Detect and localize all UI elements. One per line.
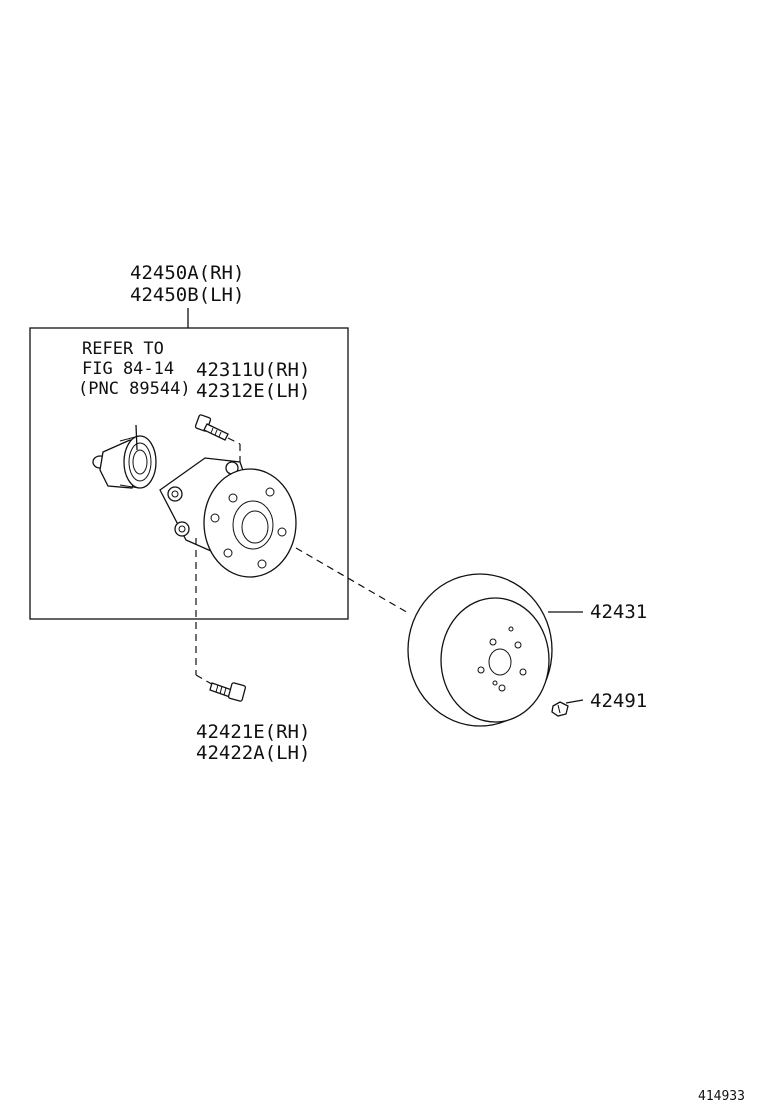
disc-screw-part-number: 42491 (590, 690, 647, 712)
mount-bolt-illustration (195, 674, 247, 702)
assembly-box (29, 327, 349, 620)
refer-note-line2: FIG 84-14 (82, 359, 174, 379)
hub-illustration (159, 457, 411, 675)
mount-bolt-part-number-rh: 42421E(RH) (196, 721, 310, 743)
mount-bolt-part-number-lh: 42422A(LH) (196, 742, 310, 764)
brake-disc-illustration (407, 573, 583, 727)
hub-bolt-part-number-lh: 42312E(LH) (196, 380, 310, 402)
disc-part-number: 42431 (590, 601, 647, 623)
bearing-illustration (92, 424, 157, 489)
refer-note-line3: (PNC 89544) (78, 379, 191, 399)
illustration-number: 414933 (698, 1089, 745, 1104)
hub-bolt-part-number-rh: 42311U(RH) (196, 359, 310, 381)
assembly-part-number-lh: 42450B(LH) (130, 284, 244, 306)
refer-note-line1: REFER TO (82, 339, 164, 359)
hub-bolt-illustration (194, 414, 241, 468)
assembly-part-number-rh: 42450A(RH) (130, 262, 244, 284)
disc-screw-illustration (551, 699, 584, 717)
